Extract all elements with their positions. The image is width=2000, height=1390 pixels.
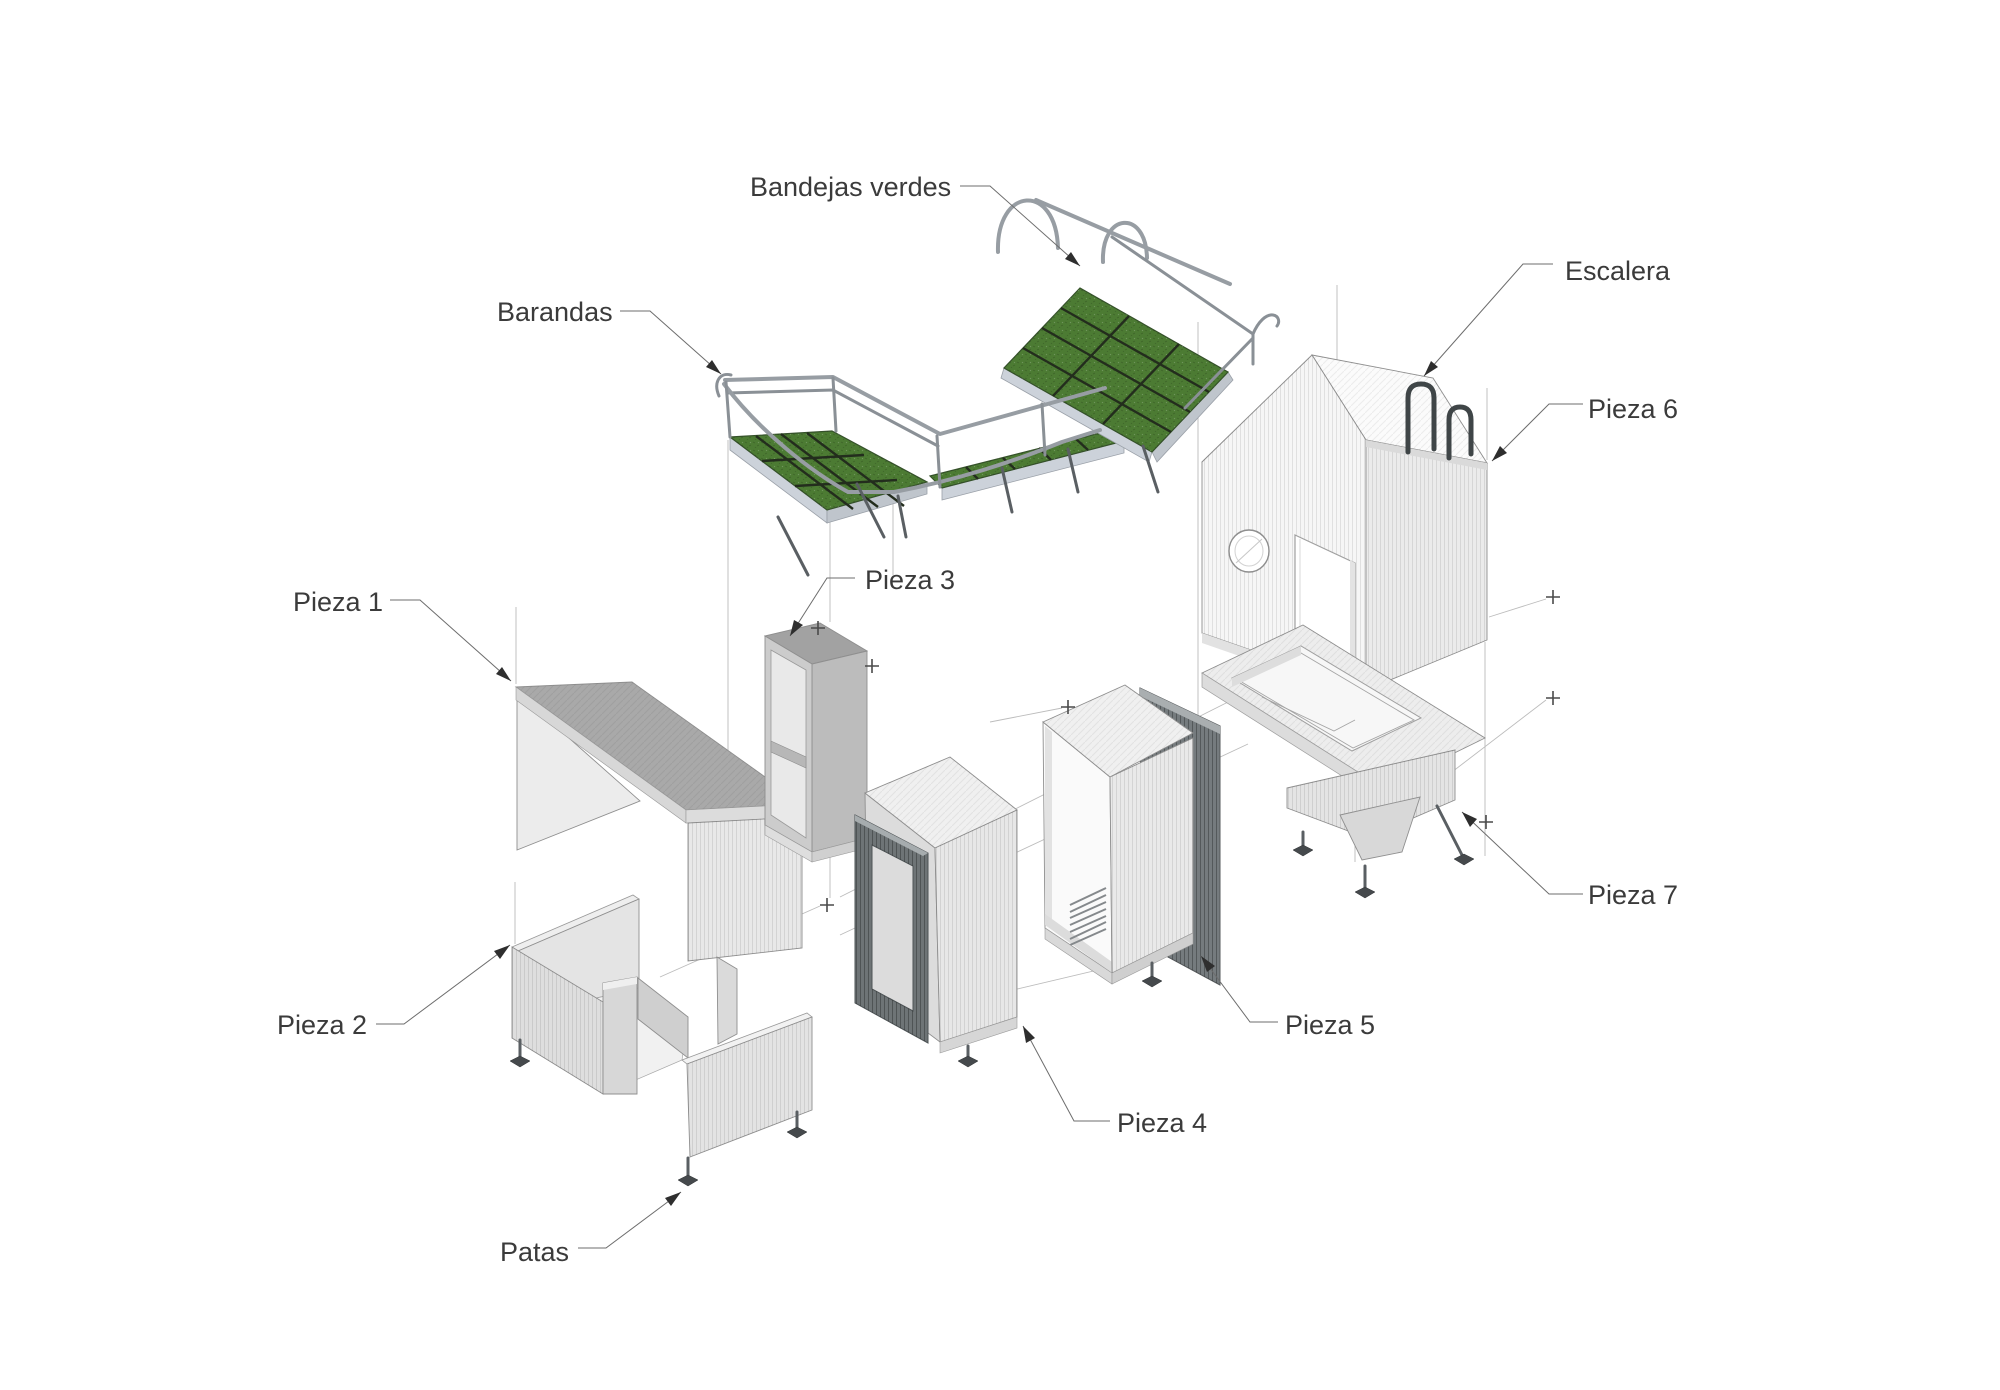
floor-grate — [1069, 887, 1107, 946]
plus-markers — [811, 590, 1560, 912]
label-pieza-5: Pieza 5 — [1285, 1010, 1375, 1040]
label-patas: Patas — [500, 1237, 569, 1267]
rail-hook — [715, 372, 733, 398]
rail-hook — [1251, 313, 1281, 336]
label-pieza-6: Pieza 6 — [1588, 394, 1678, 424]
pieza-2-shape — [509, 894, 813, 1187]
ladder-handles — [1405, 381, 1474, 461]
labels: Bandejas verdes Barandas Escalera Pieza … — [277, 172, 1678, 1267]
label-pieza-3: Pieza 3 — [865, 565, 955, 595]
rail-arch — [1100, 220, 1149, 264]
porthole-window — [1228, 529, 1270, 573]
walkway-trays — [928, 429, 1126, 501]
pieza-6-shape — [1201, 354, 1488, 700]
tilted-green-tray-panel — [1000, 287, 1234, 463]
green-tray-deck — [728, 430, 929, 524]
leader-lines — [376, 185, 1583, 1249]
pieza-7-shape — [1201, 624, 1486, 899]
rail-arch — [995, 198, 1060, 254]
label-escalera: Escalera — [1565, 256, 1671, 286]
pieza-4-shape — [854, 756, 1018, 1068]
pieza-4-leg — [957, 1044, 979, 1068]
pieza-2-legs — [509, 1038, 808, 1187]
label-pieza-4: Pieza 4 — [1117, 1108, 1207, 1138]
deck-legs — [776, 444, 1160, 577]
railings — [715, 198, 1281, 577]
label-barandas: Barandas — [497, 297, 613, 327]
pieza-5-leg — [1141, 961, 1163, 988]
label-pieza-1: Pieza 1 — [293, 587, 383, 617]
label-pieza-2: Pieza 2 — [277, 1010, 367, 1040]
pieza-3-shape — [763, 622, 869, 863]
pieza-1-shape — [514, 681, 805, 962]
label-bandejas-verdes: Bandejas verdes — [750, 172, 951, 202]
pieza-5-shape — [1042, 684, 1221, 988]
pieza-7-legs — [1292, 804, 1475, 899]
label-pieza-7: Pieza 7 — [1588, 880, 1678, 910]
